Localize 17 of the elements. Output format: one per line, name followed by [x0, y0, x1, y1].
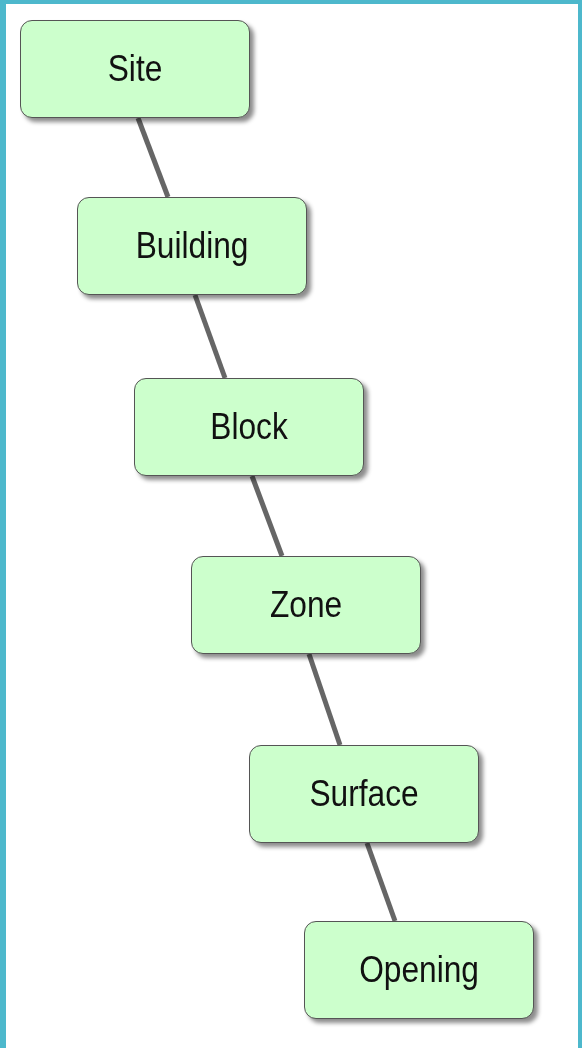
process-box: [191, 556, 421, 654]
node-label: Surface: [309, 773, 419, 815]
node-label: Building: [135, 225, 249, 267]
process-box: [249, 745, 479, 843]
connector-line: [249, 475, 285, 557]
node-label: Block: [210, 406, 288, 448]
connector-line: [192, 294, 228, 379]
connector-line: [364, 842, 398, 922]
node-label: Opening: [359, 949, 479, 991]
process-box: [20, 20, 250, 118]
connector-line: [306, 653, 343, 746]
process-box: [77, 197, 307, 295]
process-box: [304, 921, 534, 1019]
node-label: Site: [107, 48, 163, 90]
process-box: [134, 378, 364, 476]
node-label: Zone: [269, 584, 343, 626]
connector-line: [135, 117, 171, 198]
